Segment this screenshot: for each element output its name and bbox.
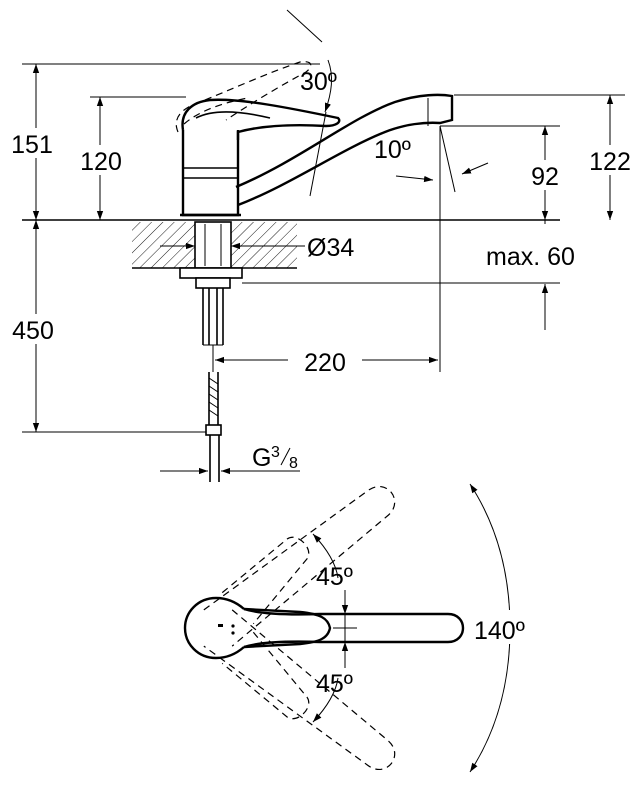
top-view: 45º 45º 140º (183, 483, 534, 773)
dimension-151: 151 (6, 63, 320, 220)
angle-dimensions: 45º 45º 140º (312, 483, 534, 773)
top-view-faucet (183, 596, 465, 660)
label-thread-g: G (252, 444, 271, 472)
lever-swing-positions (221, 536, 310, 720)
dimension-diameter-34: Ø34 (160, 234, 354, 262)
dimension-30-degrees: 30º (286, 9, 337, 197)
label-30-degrees: 30º (300, 68, 337, 96)
label-45-degrees-top: 45º (316, 563, 353, 591)
faucet-body (180, 130, 241, 217)
dimension-122: 122 (454, 94, 638, 220)
label-122: 122 (589, 148, 631, 176)
label-45-degrees-bottom: 45º (316, 670, 353, 698)
dimension-220: 220 (212, 345, 438, 377)
dimension-450: 450 (6, 220, 206, 433)
label-diameter-34: Ø34 (307, 234, 354, 262)
label-220: 220 (304, 349, 346, 377)
spout-swivel-positions (203, 486, 396, 770)
lever-handle-lifted (175, 61, 312, 133)
dimension-max-60: max. 60 (242, 220, 575, 330)
countertop (22, 219, 560, 269)
label-151: 151 (11, 131, 53, 159)
label-450: 450 (12, 317, 54, 345)
lever-handle (181, 98, 341, 140)
label-thread-num: 3 (271, 444, 280, 461)
side-view: 151 120 30º 10º 92 (6, 9, 638, 482)
dimension-thread-g3-8: G 3 8 (160, 444, 300, 475)
spout (235, 93, 454, 207)
dimension-92: 92 (440, 125, 568, 220)
dimension-120: 120 (74, 96, 186, 220)
label-thread-den: 8 (289, 455, 298, 472)
label-140-degrees: 140º (474, 617, 525, 645)
label-120: 120 (80, 148, 122, 176)
dimension-10-degrees: 10º (374, 125, 489, 372)
label-10-degrees: 10º (374, 136, 411, 164)
label-max-60: max. 60 (486, 243, 575, 271)
under-counter-assembly (179, 221, 243, 482)
label-92: 92 (531, 163, 559, 191)
